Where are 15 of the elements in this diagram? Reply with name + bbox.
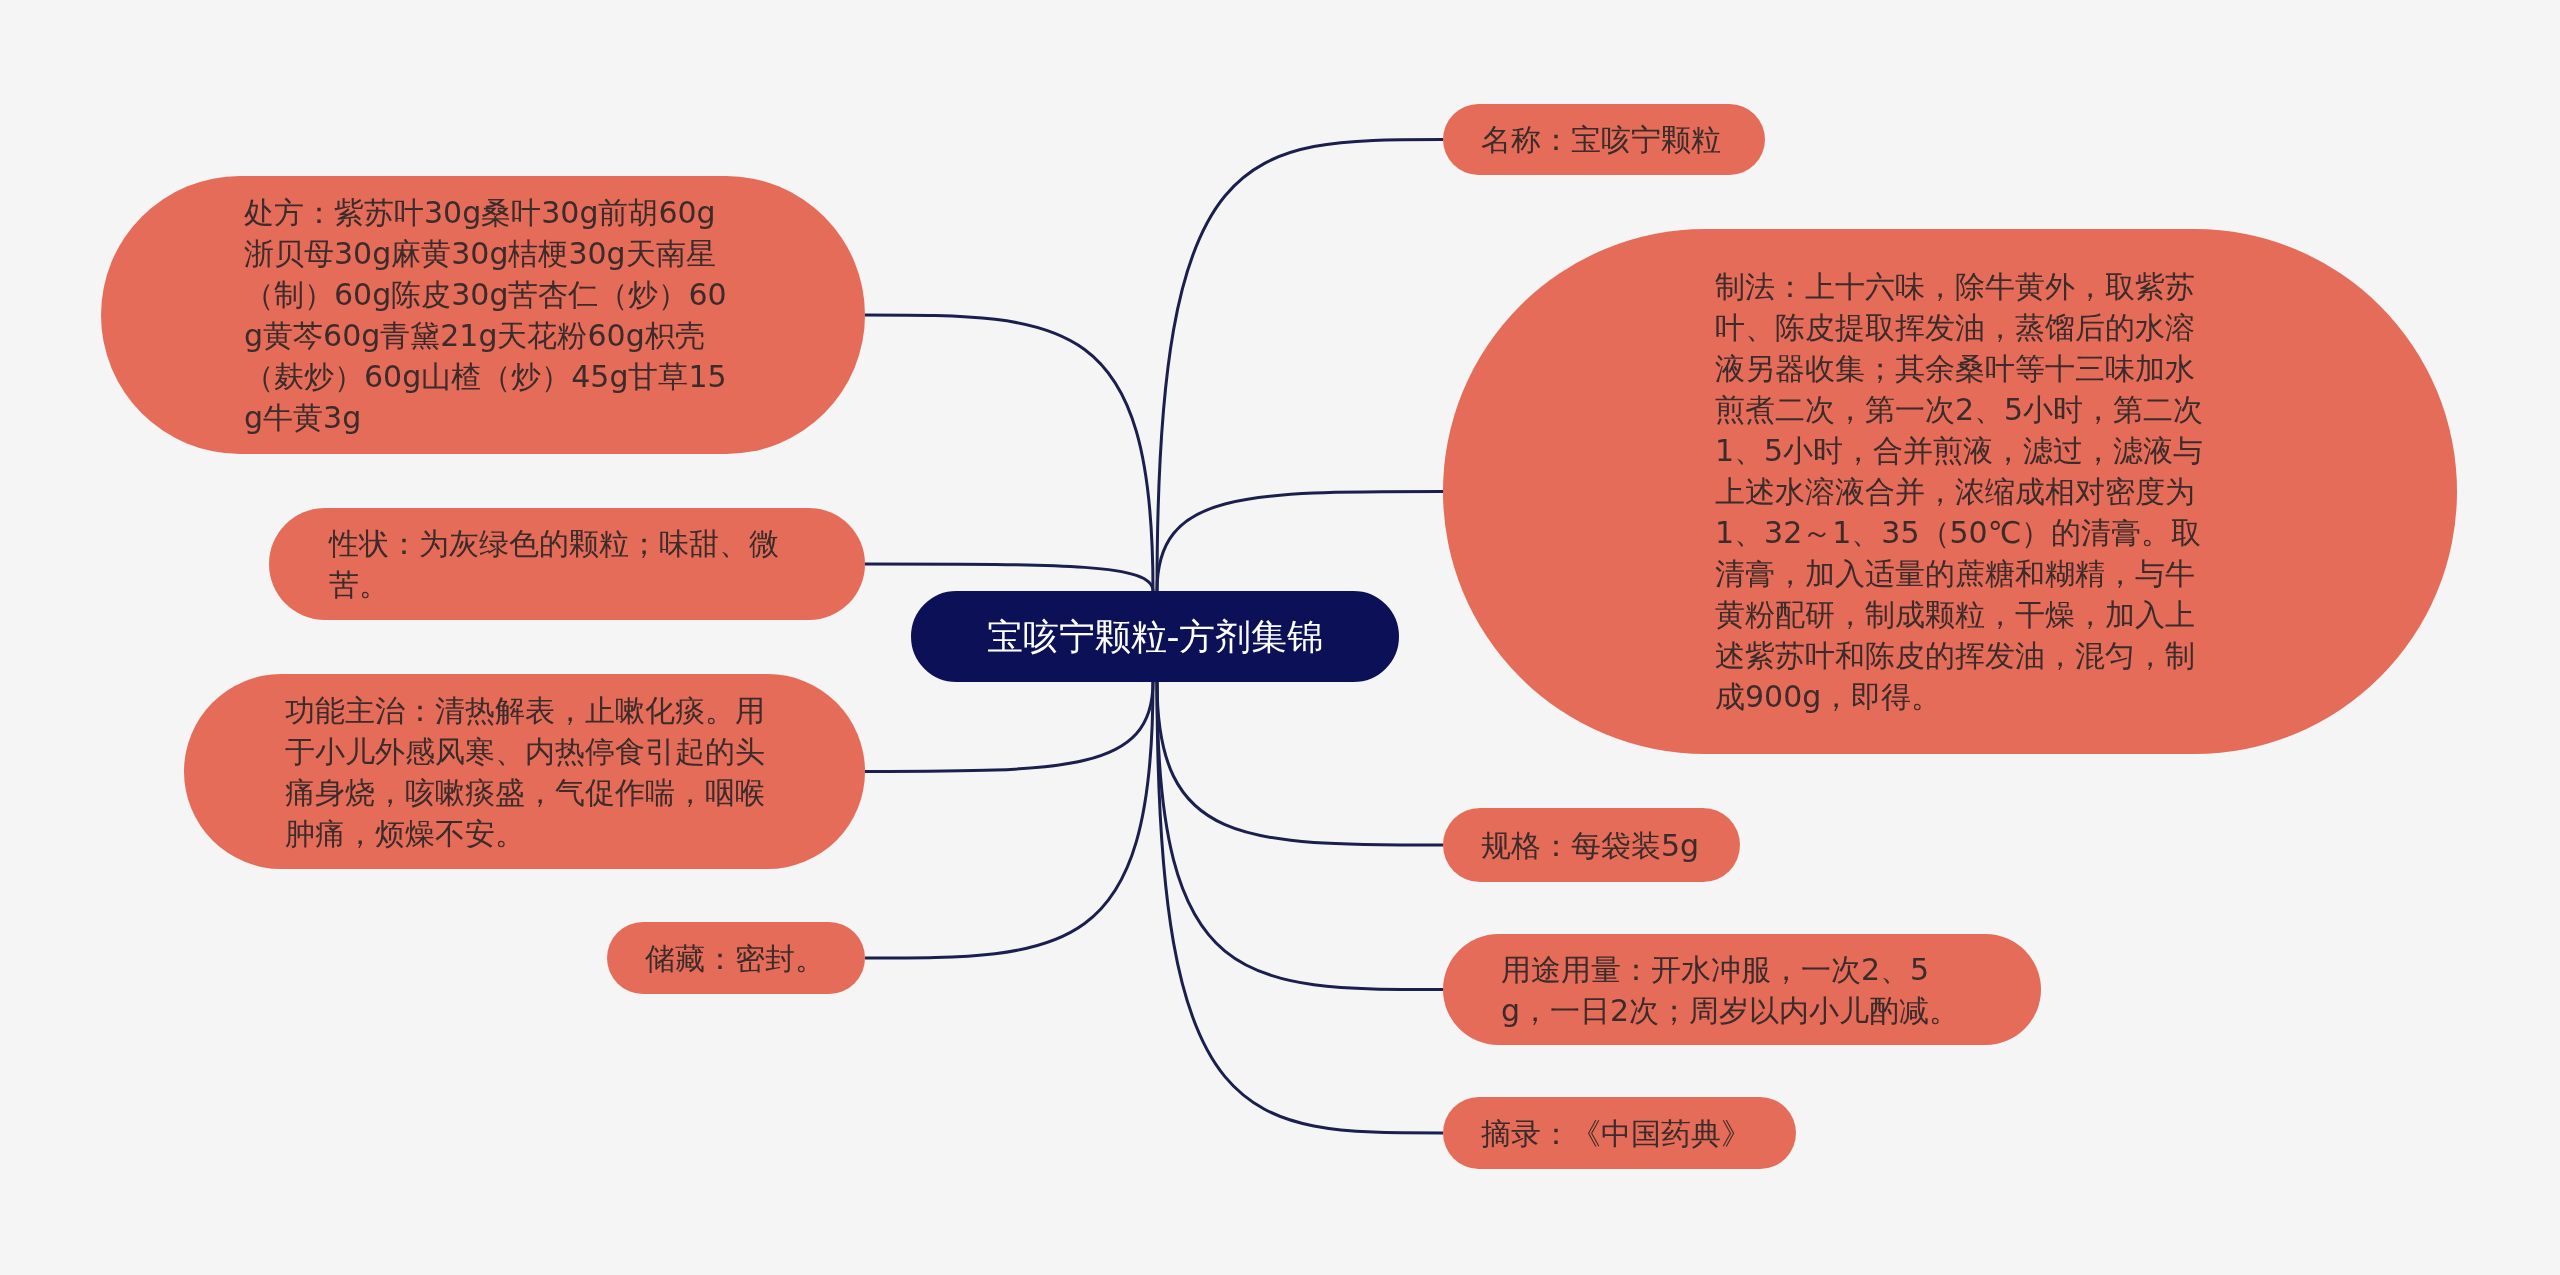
topic-text: 摘录：《中国药典》 bbox=[1481, 1114, 1752, 1153]
topic-text: 规格：每袋装5g bbox=[1481, 826, 1701, 865]
connector bbox=[1155, 138, 1443, 592]
topic-text: 储藏：密封。 bbox=[645, 939, 826, 978]
topic-text: 名称：宝咳宁颗粒 bbox=[1481, 121, 1722, 159]
topic-text: 处方：紫苏叶30g桑叶30g前胡60g浙贝母30g麻黄30g桔梗30g天南星（制）60g陈皮30g苦杏仁（炒）60g黄芩60g青黛21g天花粉60g枳壳（麸炒）60g山楂（炒）45g甘草15g牛黄3g bbox=[244, 194, 728, 437]
topic-text: 制法：上十六味，除牛黄外，取紫苏叶、陈皮提取挥发油，蒸馏后的水溶液另器收集；其余桑叶等十三味加水煎煮二次，第一次2、5小时，第二次1、5小时，合并煎液，滤过，滤液与上述水溶液合并，浓缩成相对密度为1、32～1、35（50℃）的清膏。取清膏，加入适量的蔗糖和糊精，与牛黄粉配研，制成颗粒，干燥，加入上述紫苏叶和陈皮的挥发油，混匀，制成900g，即得。 bbox=[1715, 268, 2205, 716]
connector bbox=[865, 562, 1155, 592]
topic-text: 用途用量：开水冲服，一次2、5g，一日2次；周岁以内小儿酌减。 bbox=[1501, 950, 1961, 1030]
connector bbox=[865, 681, 1155, 960]
connector bbox=[1155, 490, 1443, 592]
central-topic-text: 宝咳宁颗粒-方剂集锦 bbox=[985, 614, 1325, 659]
topic-text: 功能主治：清热解表，止嗽化痰。用于小儿外感风寒、内热停食引起的头痛身烧，咳嗽痰盛，气促作喘，咽喉肿痛，烦燥不安。 bbox=[285, 691, 766, 853]
connector bbox=[1155, 681, 1443, 1135]
topic-text: 性状：为灰绿色的颗粒；味甜、微苦。 bbox=[329, 525, 780, 604]
